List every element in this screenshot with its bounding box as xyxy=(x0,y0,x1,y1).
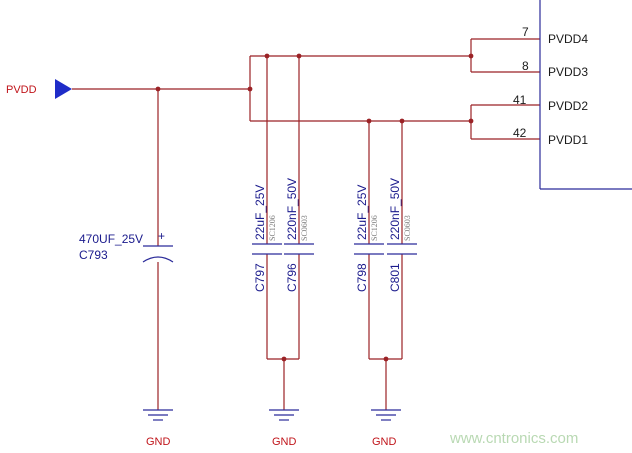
pin-name-pvdd1: PVDD1 xyxy=(548,133,588,147)
capacitor-c798: 22uF_25V SC1206 C798 xyxy=(354,185,384,292)
capacitor-c793: + 470UF_25V C793 xyxy=(79,229,174,263)
watermark-text: www.cntronics.com xyxy=(449,430,578,447)
pin-number-42: 42 xyxy=(513,126,527,140)
junctions xyxy=(155,53,474,362)
c797-package: SC1206 xyxy=(268,215,277,241)
c798-value: 22uF_25V xyxy=(355,185,369,240)
c798-package: SC1206 xyxy=(370,215,379,241)
c797-ref: C797 xyxy=(253,263,267,292)
pin-name-pvdd3: PVDD3 xyxy=(548,65,588,79)
c793-value: 470UF_25V xyxy=(79,232,143,246)
gnd-label-2: GND xyxy=(272,436,297,448)
gnd-label-3: GND xyxy=(372,436,397,448)
c793-polarity: + xyxy=(158,229,165,243)
c798-ref: C798 xyxy=(355,263,369,292)
gnd-label-1: GND xyxy=(146,436,171,448)
wires xyxy=(72,38,540,410)
ic-pins: 7 PVDD4 8 PVDD3 41 PVDD2 42 PVDD1 xyxy=(513,25,588,147)
pin-number-41: 41 xyxy=(513,93,527,107)
input-port-triangle xyxy=(55,79,72,99)
c796-value: 220nF_50V xyxy=(285,178,299,240)
pin-name-pvdd4: PVDD4 xyxy=(548,32,588,46)
pvdd-net-label: PVDD xyxy=(6,84,37,96)
c801-value: 220nF_50V xyxy=(388,178,402,240)
ground-symbol-1: GND xyxy=(143,409,173,448)
pin-number-8: 8 xyxy=(522,59,529,73)
c801-ref: C801 xyxy=(388,263,402,292)
capacitor-c797: 22uF_25V SC1206 C797 xyxy=(252,185,282,292)
capacitor-c801: 220nF_50V SC0603 C801 xyxy=(387,178,417,292)
c797-value: 22uF_25V xyxy=(253,185,267,240)
ground-symbol-2: GND xyxy=(269,409,299,448)
pin-number-7: 7 xyxy=(522,25,529,39)
ic-body xyxy=(539,0,632,190)
pin-name-pvdd2: PVDD2 xyxy=(548,99,588,113)
c796-ref: C796 xyxy=(285,263,299,292)
c801-package: SC0603 xyxy=(403,215,412,241)
c793-ref: C793 xyxy=(79,248,108,262)
c796-package: SC0603 xyxy=(300,215,309,241)
capacitor-c796: 220nF_50V SC0603 C796 xyxy=(284,178,314,292)
ground-symbol-3: GND xyxy=(371,409,401,448)
